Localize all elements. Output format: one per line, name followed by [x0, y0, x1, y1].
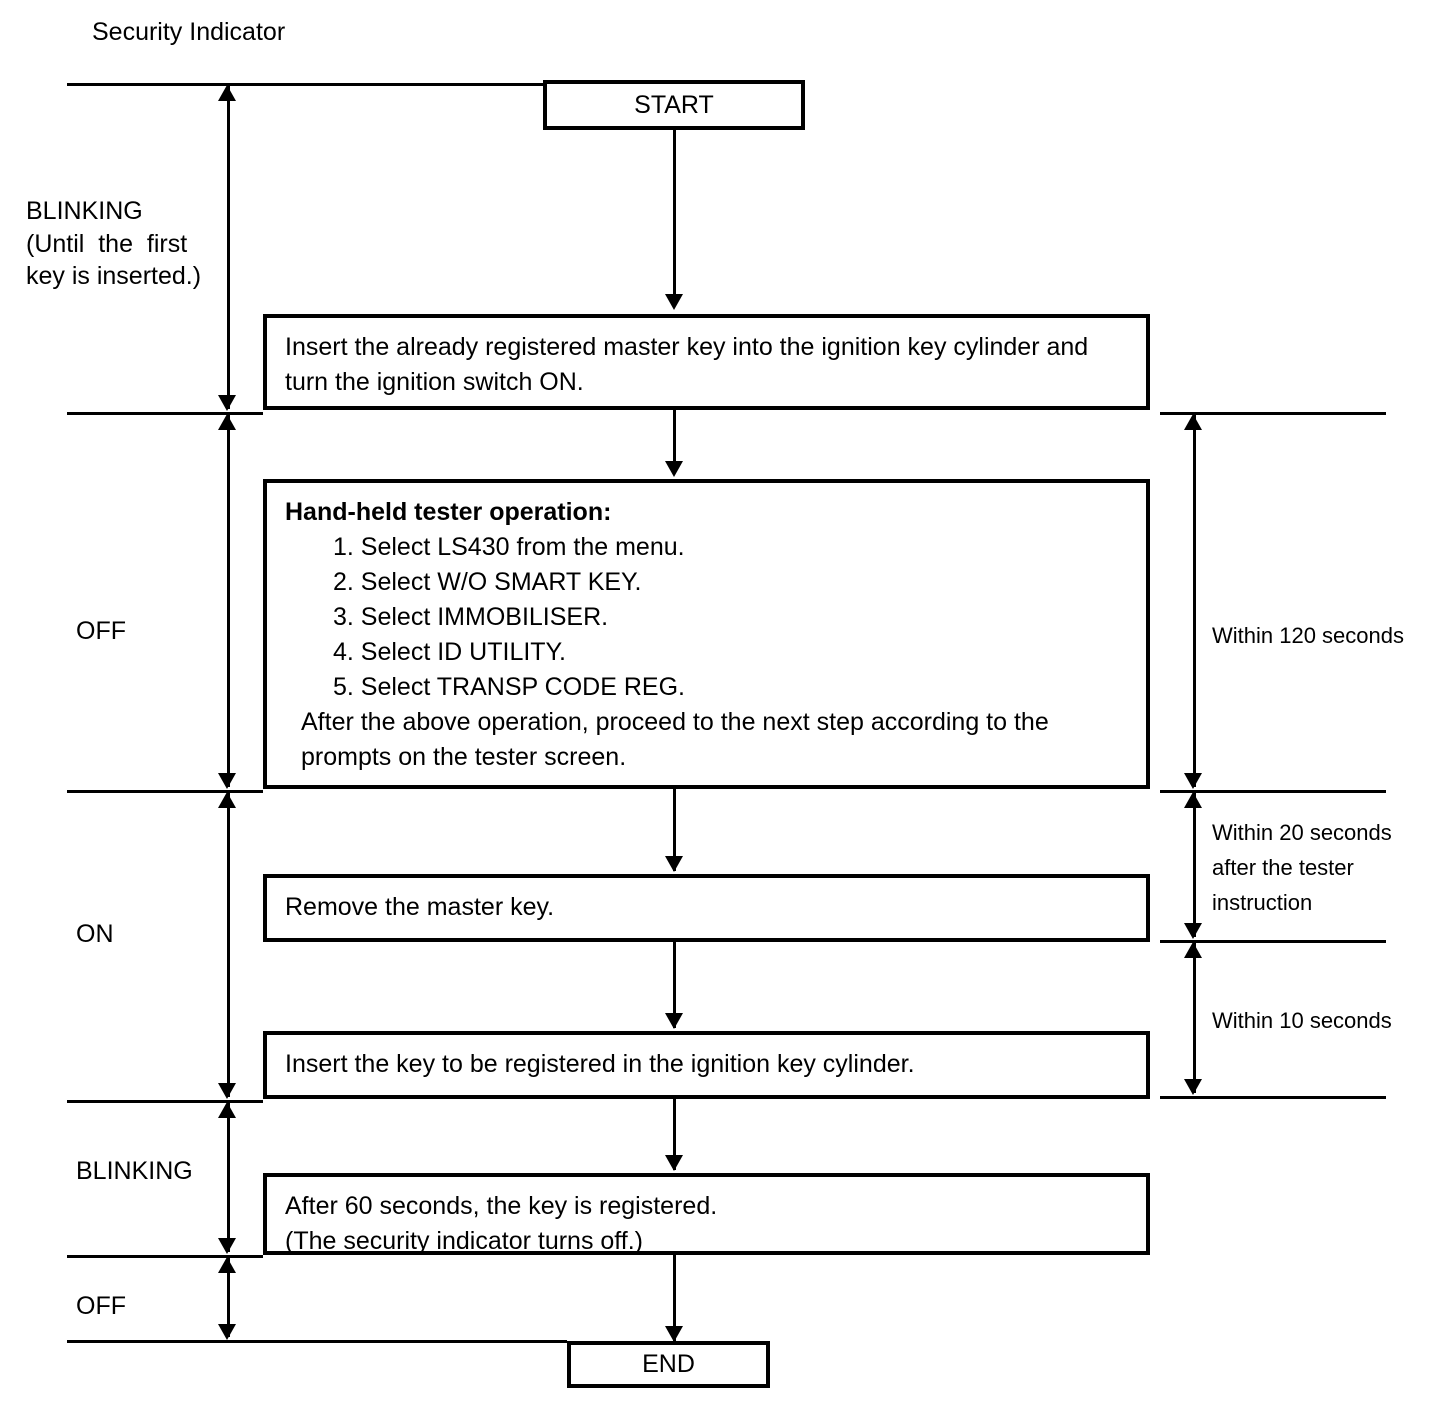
node-handheld-tester-tail: After the above operation, proceed to th… — [301, 708, 1049, 771]
state-label-off-2: OFF — [76, 1292, 126, 1320]
connector-step2-step3-arrow — [665, 856, 683, 872]
connector-step5-end — [673, 1255, 676, 1341]
timing-divider-bottom — [1160, 1096, 1386, 1099]
connector-start-step1 — [673, 130, 676, 302]
node-start[interactable]: START — [543, 80, 805, 130]
node-key-registered-line1: After 60 seconds, the key is registered. — [285, 1192, 718, 1220]
indicator-span-blinking-2-arrow-up — [218, 1102, 236, 1118]
connector-step1-step2-arrow — [665, 461, 683, 477]
state-divider-on-blinking — [67, 1100, 263, 1103]
connector-step1-step2 — [673, 410, 676, 466]
timing-label-20-seconds: Within 20 seconds after the tester instr… — [1212, 820, 1392, 916]
node-remove-master-key-label: Remove the master key. — [285, 893, 555, 921]
indicator-span-blinking-1-arrow-down — [218, 395, 236, 411]
timing-divider-top — [1160, 412, 1386, 415]
indicator-span-off-1-arrow-down — [218, 773, 236, 789]
state-divider-bottom — [67, 1340, 567, 1343]
tester-step-5: 5. Select TRANSP CODE REG. — [333, 673, 685, 701]
connector-step4-step5 — [673, 1099, 676, 1170]
tester-step-4: 4. Select ID UTILITY. — [333, 638, 566, 666]
node-handheld-tester-steps: 1. Select LS430 from the menu. 2. Select… — [285, 530, 1128, 705]
node-insert-master-key-label: Insert the already registered master key… — [285, 333, 1089, 396]
indicator-span-on-arrow-down — [218, 1083, 236, 1099]
connector-start-step1-arrow — [665, 294, 683, 310]
timing-label-10-seconds: Within 10 seconds — [1212, 1008, 1392, 1033]
node-remove-master-key[interactable]: Remove the master key. — [263, 874, 1150, 942]
tester-step-3: 3. Select IMMOBILISER. — [333, 603, 609, 631]
state-label-off-1: OFF — [76, 617, 126, 645]
timing-span-120-line — [1193, 415, 1196, 787]
connector-step4-step5-arrow — [665, 1155, 683, 1171]
timing-label-120-seconds: Within 120 seconds — [1212, 623, 1404, 648]
connector-step3-step4 — [673, 942, 676, 1028]
state-divider-blinking-off2 — [67, 1255, 263, 1258]
indicator-span-blinking-2-line — [227, 1103, 230, 1252]
page-title: Security Indicator — [92, 18, 286, 46]
node-end-label: END — [642, 1350, 695, 1378]
node-key-registered[interactable]: After 60 seconds, the key is registered.… — [263, 1173, 1150, 1255]
timing-span-120-arrow-down — [1184, 773, 1202, 789]
indicator-span-off-2-line — [227, 1258, 230, 1337]
node-start-label: START — [634, 90, 714, 119]
state-divider-off-on — [67, 790, 263, 793]
timing-span-20-line — [1193, 793, 1196, 937]
indicator-span-blinking-2-arrow-down — [218, 1238, 236, 1254]
connector-step3-step4-arrow — [665, 1013, 683, 1029]
state-label-on: ON — [76, 920, 114, 948]
node-key-registered-line2: (The security indicator turns off.) — [285, 1227, 644, 1255]
timing-span-10-arrow-up — [1184, 942, 1202, 958]
indicator-span-on-arrow-up — [218, 792, 236, 808]
state-divider-blinking-off — [67, 412, 263, 415]
tester-step-2: 2. Select W/O SMART KEY. — [333, 568, 642, 596]
node-handheld-tester-heading: Hand-held tester operation: — [285, 498, 612, 526]
timing-span-20-arrow-up — [1184, 792, 1202, 808]
timing-span-120-arrow-up — [1184, 414, 1202, 430]
connector-step2-step3 — [673, 789, 676, 871]
indicator-span-off-2-arrow-down — [218, 1324, 236, 1340]
node-insert-new-key-label: Insert the key to be registered in the i… — [285, 1050, 915, 1078]
indicator-span-off-1-arrow-up — [218, 414, 236, 430]
node-handheld-tester[interactable]: Hand-held tester operation: 1. Select LS… — [263, 479, 1150, 789]
state-divider-top — [67, 83, 547, 86]
node-insert-master-key[interactable]: Insert the already registered master key… — [263, 314, 1150, 410]
indicator-span-on-line — [227, 793, 230, 1097]
connector-step5-end-arrow — [665, 1326, 683, 1342]
timing-span-10-arrow-down — [1184, 1079, 1202, 1095]
node-insert-new-key[interactable]: Insert the key to be registered in the i… — [263, 1031, 1150, 1099]
indicator-span-off-2-arrow-up — [218, 1257, 236, 1273]
timing-span-20-arrow-down — [1184, 923, 1202, 939]
timing-divider-120-20 — [1160, 790, 1386, 793]
indicator-span-off-1-line — [227, 415, 230, 787]
state-label-blinking-1: BLINKING (Until the first key is inserte… — [26, 197, 202, 290]
timing-divider-20-10 — [1160, 940, 1386, 943]
indicator-span-blinking-1-arrow-up — [218, 85, 236, 101]
state-label-blinking-2: BLINKING — [76, 1157, 193, 1185]
timing-span-10-line — [1193, 943, 1196, 1093]
node-end[interactable]: END — [567, 1341, 770, 1388]
tester-step-1: 1. Select LS430 from the menu. — [333, 533, 685, 561]
indicator-span-blinking-1-line — [227, 86, 230, 409]
